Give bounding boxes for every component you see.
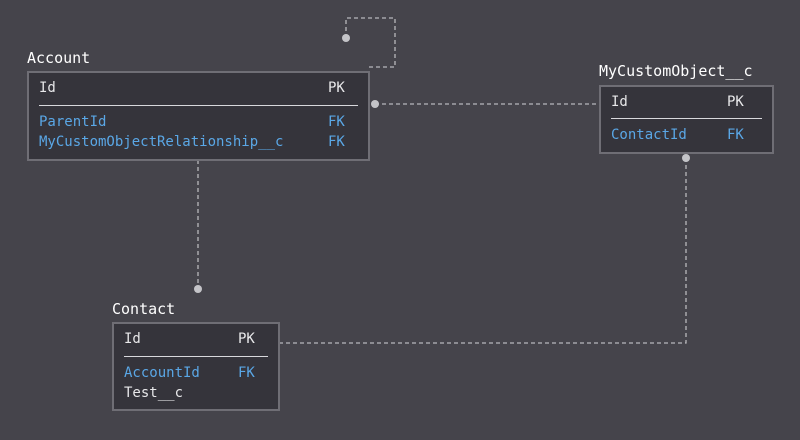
field-divider <box>39 105 358 106</box>
field-row-accountid: AccountId FK <box>124 364 268 382</box>
key-badge-pk: PK <box>727 94 744 110</box>
account-self-connector-dot <box>342 34 350 42</box>
key-badge-fk: FK <box>727 127 744 143</box>
field-name: Id <box>124 331 141 347</box>
contact-account-connector-dot <box>194 285 202 293</box>
entity-mycustomobject[interactable]: MyCustomObject__c Id PK ContactId FK <box>599 61 774 154</box>
account-custom-connector-dot <box>371 100 379 108</box>
entity-box-contact: Id PK AccountId FK Test__c <box>112 322 280 411</box>
field-row-id: Id PK <box>124 330 268 348</box>
key-badge-pk: PK <box>238 331 255 347</box>
field-name: Test__c <box>124 385 184 401</box>
entity-contact[interactable]: Contact Id PK AccountId FK Test__c <box>112 299 280 411</box>
key-badge-fk: FK <box>238 365 255 381</box>
field-name: AccountId <box>124 365 200 381</box>
field-row-test: Test__c <box>124 384 268 402</box>
account-self-relationship-line <box>345 17 396 68</box>
entity-title-contact: Contact <box>112 300 176 318</box>
entity-box-mycustomobject: Id PK ContactId FK <box>599 85 774 154</box>
custom-contact-connector-dot <box>682 154 690 162</box>
field-row-mycustomobjectrelationship: MyCustomObjectRelationship__c FK <box>39 133 358 151</box>
entity-box-account: Id PK ParentId FK MyCustomObjectRelation… <box>27 71 370 161</box>
field-name: Id <box>611 94 628 110</box>
field-divider <box>611 118 762 119</box>
field-name: ContactId <box>611 127 687 143</box>
custom-contact-relationship-line <box>279 158 687 344</box>
field-name: ParentId <box>39 114 107 130</box>
field-row-parentid: ParentId FK <box>39 113 358 131</box>
entity-title-mycustomobject: MyCustomObject__c <box>599 62 753 80</box>
key-badge-fk: FK <box>328 134 345 150</box>
key-badge-pk: PK <box>328 80 345 96</box>
entity-account[interactable]: Account Id PK ParentId FK MyCustomObject… <box>27 48 370 162</box>
field-divider <box>124 356 268 357</box>
field-row-contactid: ContactId FK <box>611 126 762 144</box>
field-name: MyCustomObjectRelationship__c <box>39 134 284 150</box>
key-badge-fk: FK <box>328 114 345 130</box>
entity-title-account: Account <box>27 49 91 67</box>
field-row-id: Id PK <box>611 93 762 111</box>
field-row-id: Id PK <box>39 79 358 97</box>
field-name: Id <box>39 80 56 96</box>
